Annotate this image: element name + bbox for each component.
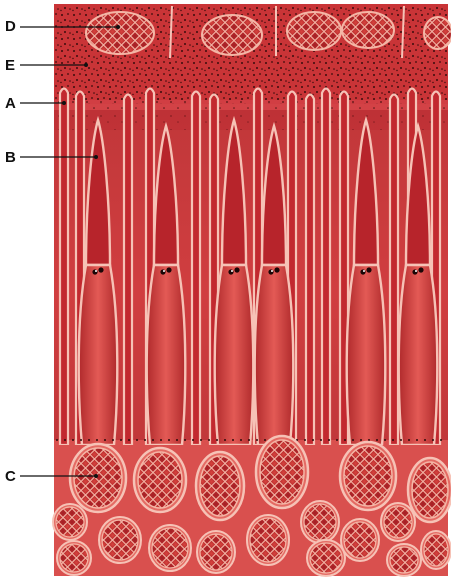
nucleus <box>74 448 122 508</box>
nucleus <box>344 446 392 506</box>
top-nucleus <box>287 12 341 50</box>
cone-granule <box>234 267 239 272</box>
cone-granule-highlight <box>163 270 165 272</box>
nucleus <box>412 462 448 518</box>
cone-granule-highlight <box>415 270 417 272</box>
rod-cell <box>124 95 132 446</box>
nucleus <box>102 520 138 560</box>
tissue-section <box>53 4 451 576</box>
nucleus <box>56 507 84 537</box>
leader-d-dot <box>116 25 120 29</box>
cone-granule <box>360 269 365 274</box>
nucleus <box>60 544 88 572</box>
cone-granule <box>268 269 273 274</box>
nucleus <box>310 543 342 573</box>
leader-e-dot <box>84 63 88 67</box>
nucleus <box>304 504 336 540</box>
leader-a-dot <box>62 101 66 105</box>
cone-granule <box>166 267 171 272</box>
nucleus <box>250 518 286 562</box>
rod-cell <box>306 95 314 446</box>
cone-granule <box>274 267 279 272</box>
top-nucleus <box>342 12 394 48</box>
rod-cell <box>192 92 200 446</box>
cone-inner-segment <box>147 265 186 445</box>
cone-granule-highlight <box>363 270 365 272</box>
top-nucleus <box>424 17 451 49</box>
cone-granule-highlight <box>231 270 233 272</box>
cone-granule <box>366 267 371 272</box>
cone-inner-segment <box>347 265 386 445</box>
leader-c-dot <box>94 474 98 478</box>
leader-b-dot <box>94 155 98 159</box>
cone-granule <box>412 269 417 274</box>
label-c: C <box>5 468 16 485</box>
rod-cell <box>390 95 398 446</box>
cone-granule <box>418 267 423 272</box>
cone-inner-segment <box>79 265 118 445</box>
nucleus <box>260 440 304 504</box>
cone-granule <box>160 269 165 274</box>
label-a: A <box>5 95 16 112</box>
cone-granule-highlight <box>95 270 97 272</box>
nucleus <box>152 528 188 568</box>
nucleus <box>390 547 418 573</box>
nucleus <box>200 456 240 516</box>
label-e: E <box>5 57 15 74</box>
cone-granule <box>92 269 97 274</box>
top-nucleus <box>202 15 262 55</box>
nucleus <box>424 534 448 566</box>
nucleus <box>384 506 412 538</box>
cone-granule <box>98 267 103 272</box>
rod-cell <box>322 89 330 446</box>
label-d: D <box>5 18 16 35</box>
cone-inner-segment <box>399 265 438 445</box>
rod-cell <box>60 89 68 446</box>
nucleus <box>200 534 232 570</box>
cone-inner-segment <box>255 265 294 445</box>
nucleus <box>344 522 376 558</box>
cone-granule-highlight <box>271 270 273 272</box>
cone-inner-segment <box>215 265 254 445</box>
nucleus <box>138 452 182 508</box>
nuclear-layer <box>53 436 451 576</box>
top-nucleus <box>86 12 154 54</box>
label-b: B <box>5 149 16 166</box>
cone-granule <box>228 269 233 274</box>
